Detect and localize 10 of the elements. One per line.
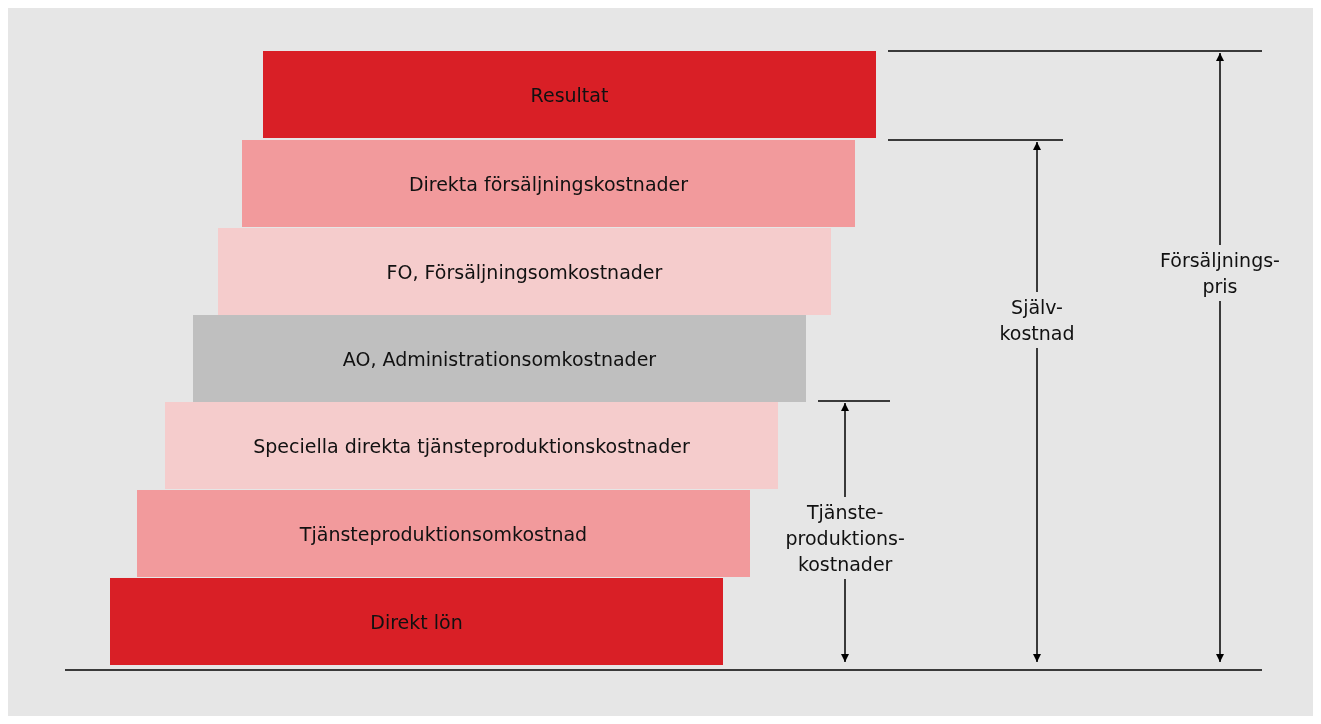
cost-bar: Direkt lön	[110, 578, 723, 665]
dimension-label: Försäljnings- pris	[1160, 245, 1280, 301]
dimension-label: Tjänste- produktions- kostnader	[785, 497, 905, 579]
cost-bar: AO, Administrationsomkostnader	[193, 315, 806, 402]
cost-bar: Direkta försäljningskostnader	[242, 140, 855, 227]
cost-bar: Tjänsteproduktionsomkostnad	[137, 490, 750, 577]
cost-bar: FO, Försäljningsomkostnader	[218, 228, 831, 315]
cost-bar: Speciella direkta tjänsteproduktionskostnader	[165, 402, 778, 489]
dimension-label: Själv- kostnad	[999, 292, 1075, 348]
cost-bar: Resultat	[263, 51, 876, 138]
